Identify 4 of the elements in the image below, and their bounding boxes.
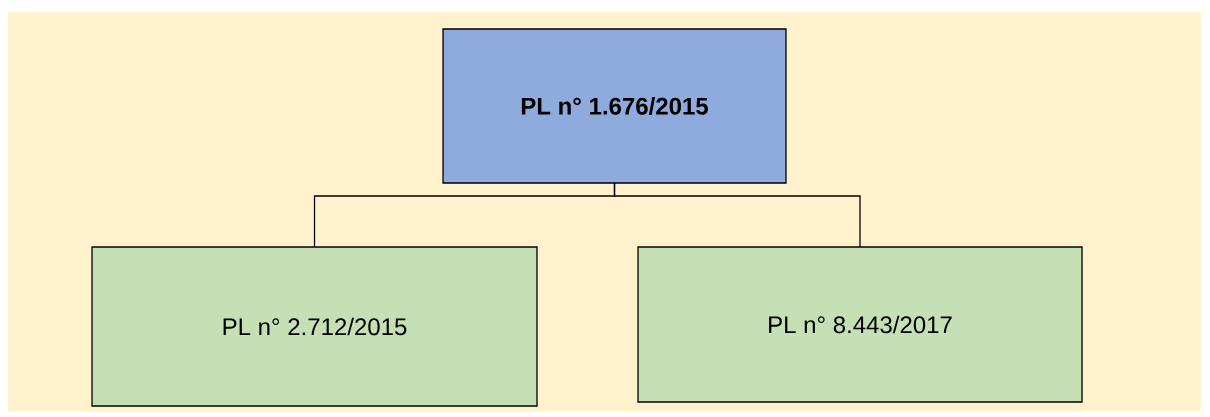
bill-box: PL n° 2.712/2015 — [91, 246, 538, 407]
bill-box: PL n° 8.443/2017 — [637, 246, 1083, 403]
connector — [613, 182, 861, 248]
title-box: PL n° 1.676/2015 — [442, 28, 787, 184]
